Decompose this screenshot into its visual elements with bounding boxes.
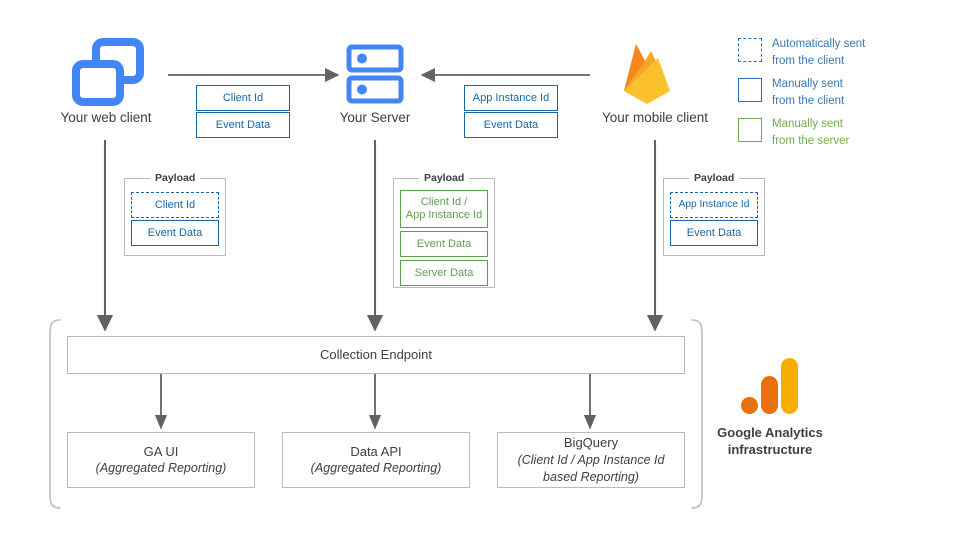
ga-infrastructure-caption: Google Analytics infrastructure xyxy=(700,425,840,459)
ga-caption-line-2: infrastructure xyxy=(727,441,813,457)
label-server: Your Server xyxy=(339,110,411,125)
legend-line-2-manual-server: from the server xyxy=(772,134,850,147)
bracket-left xyxy=(49,319,61,509)
bracket-right xyxy=(691,319,703,509)
output-subtitle-bigquery: (Client Id / App Instance Id based Repor… xyxy=(517,452,665,484)
ga-caption-line-1: Google Analytics xyxy=(717,425,823,440)
payload-chip-app-instance-id: App Instance Id xyxy=(670,192,758,218)
google-analytics-logo xyxy=(741,358,798,414)
transfer-chip-client-id: Client Id xyxy=(196,85,290,111)
legend-line-1-manual-client: Manually sent xyxy=(772,78,843,90)
payload-title-web-client: Payload xyxy=(150,173,201,184)
legend-text-automatic-client: Automatically sent from the client xyxy=(772,36,865,69)
browser-windows-icon xyxy=(72,38,144,106)
output-box-bigquery[interactable]: BigQuery (Client Id / App Instance Id ba… xyxy=(497,432,685,488)
transfer-chip-event-data-mobile: Event Data xyxy=(464,112,558,138)
payload-chip-client-id: Client Id xyxy=(131,192,219,218)
legend-swatch-automatic-client xyxy=(738,38,762,62)
payload-chip-event-data-mobile: Event Data xyxy=(670,220,758,246)
collection-endpoint-box[interactable]: Collection Endpoint xyxy=(67,336,685,374)
server-rack-icon xyxy=(346,44,404,104)
legend-line-1-automatic: Automatically sent xyxy=(772,38,866,50)
label-web-client: Your web client xyxy=(60,110,152,125)
transfer-chip-app-instance-id: App Instance Id xyxy=(464,85,558,111)
firebase-flame-icon xyxy=(624,44,670,104)
payload-chip-server-data: Server Data xyxy=(400,260,488,286)
output-box-data-api[interactable]: Data API (Aggregated Reporting) xyxy=(282,432,470,488)
transfer-chip-event-data: Event Data xyxy=(196,112,290,138)
legend-text-manual-client: Manually sent from the client xyxy=(772,76,844,109)
payload-title-mobile-client: Payload xyxy=(689,173,740,184)
label-mobile-client: Your mobile client xyxy=(601,110,709,125)
output-title-bigquery: BigQuery xyxy=(563,435,619,451)
output-box-ga-ui[interactable]: GA UI (Aggregated Reporting) xyxy=(67,432,255,488)
output-subtitle-ga-ui: (Aggregated Reporting) xyxy=(95,461,227,476)
legend-line-2-automatic: from the client xyxy=(772,54,845,67)
legend-line-2-manual-client: from the client xyxy=(772,94,845,107)
output-subtitle-data-api: (Aggregated Reporting) xyxy=(310,461,442,476)
legend-line-1-manual-server: Manually sent xyxy=(772,118,843,130)
legend-text-manual-server: Manually sent from the server xyxy=(772,116,849,149)
payload-chip-client-or-app-instance-id: Client Id / App Instance Id xyxy=(400,190,488,228)
output-title-ga-ui: GA UI xyxy=(143,443,179,459)
payload-chip-event-data-web: Event Data xyxy=(131,220,219,246)
payload-chip-event-data-server: Event Data xyxy=(400,231,488,257)
legend-swatch-manual-client xyxy=(738,78,762,102)
payload-title-server: Payload xyxy=(419,173,470,184)
legend-swatch-manual-server xyxy=(738,118,762,142)
output-title-data-api: Data API xyxy=(350,443,402,459)
